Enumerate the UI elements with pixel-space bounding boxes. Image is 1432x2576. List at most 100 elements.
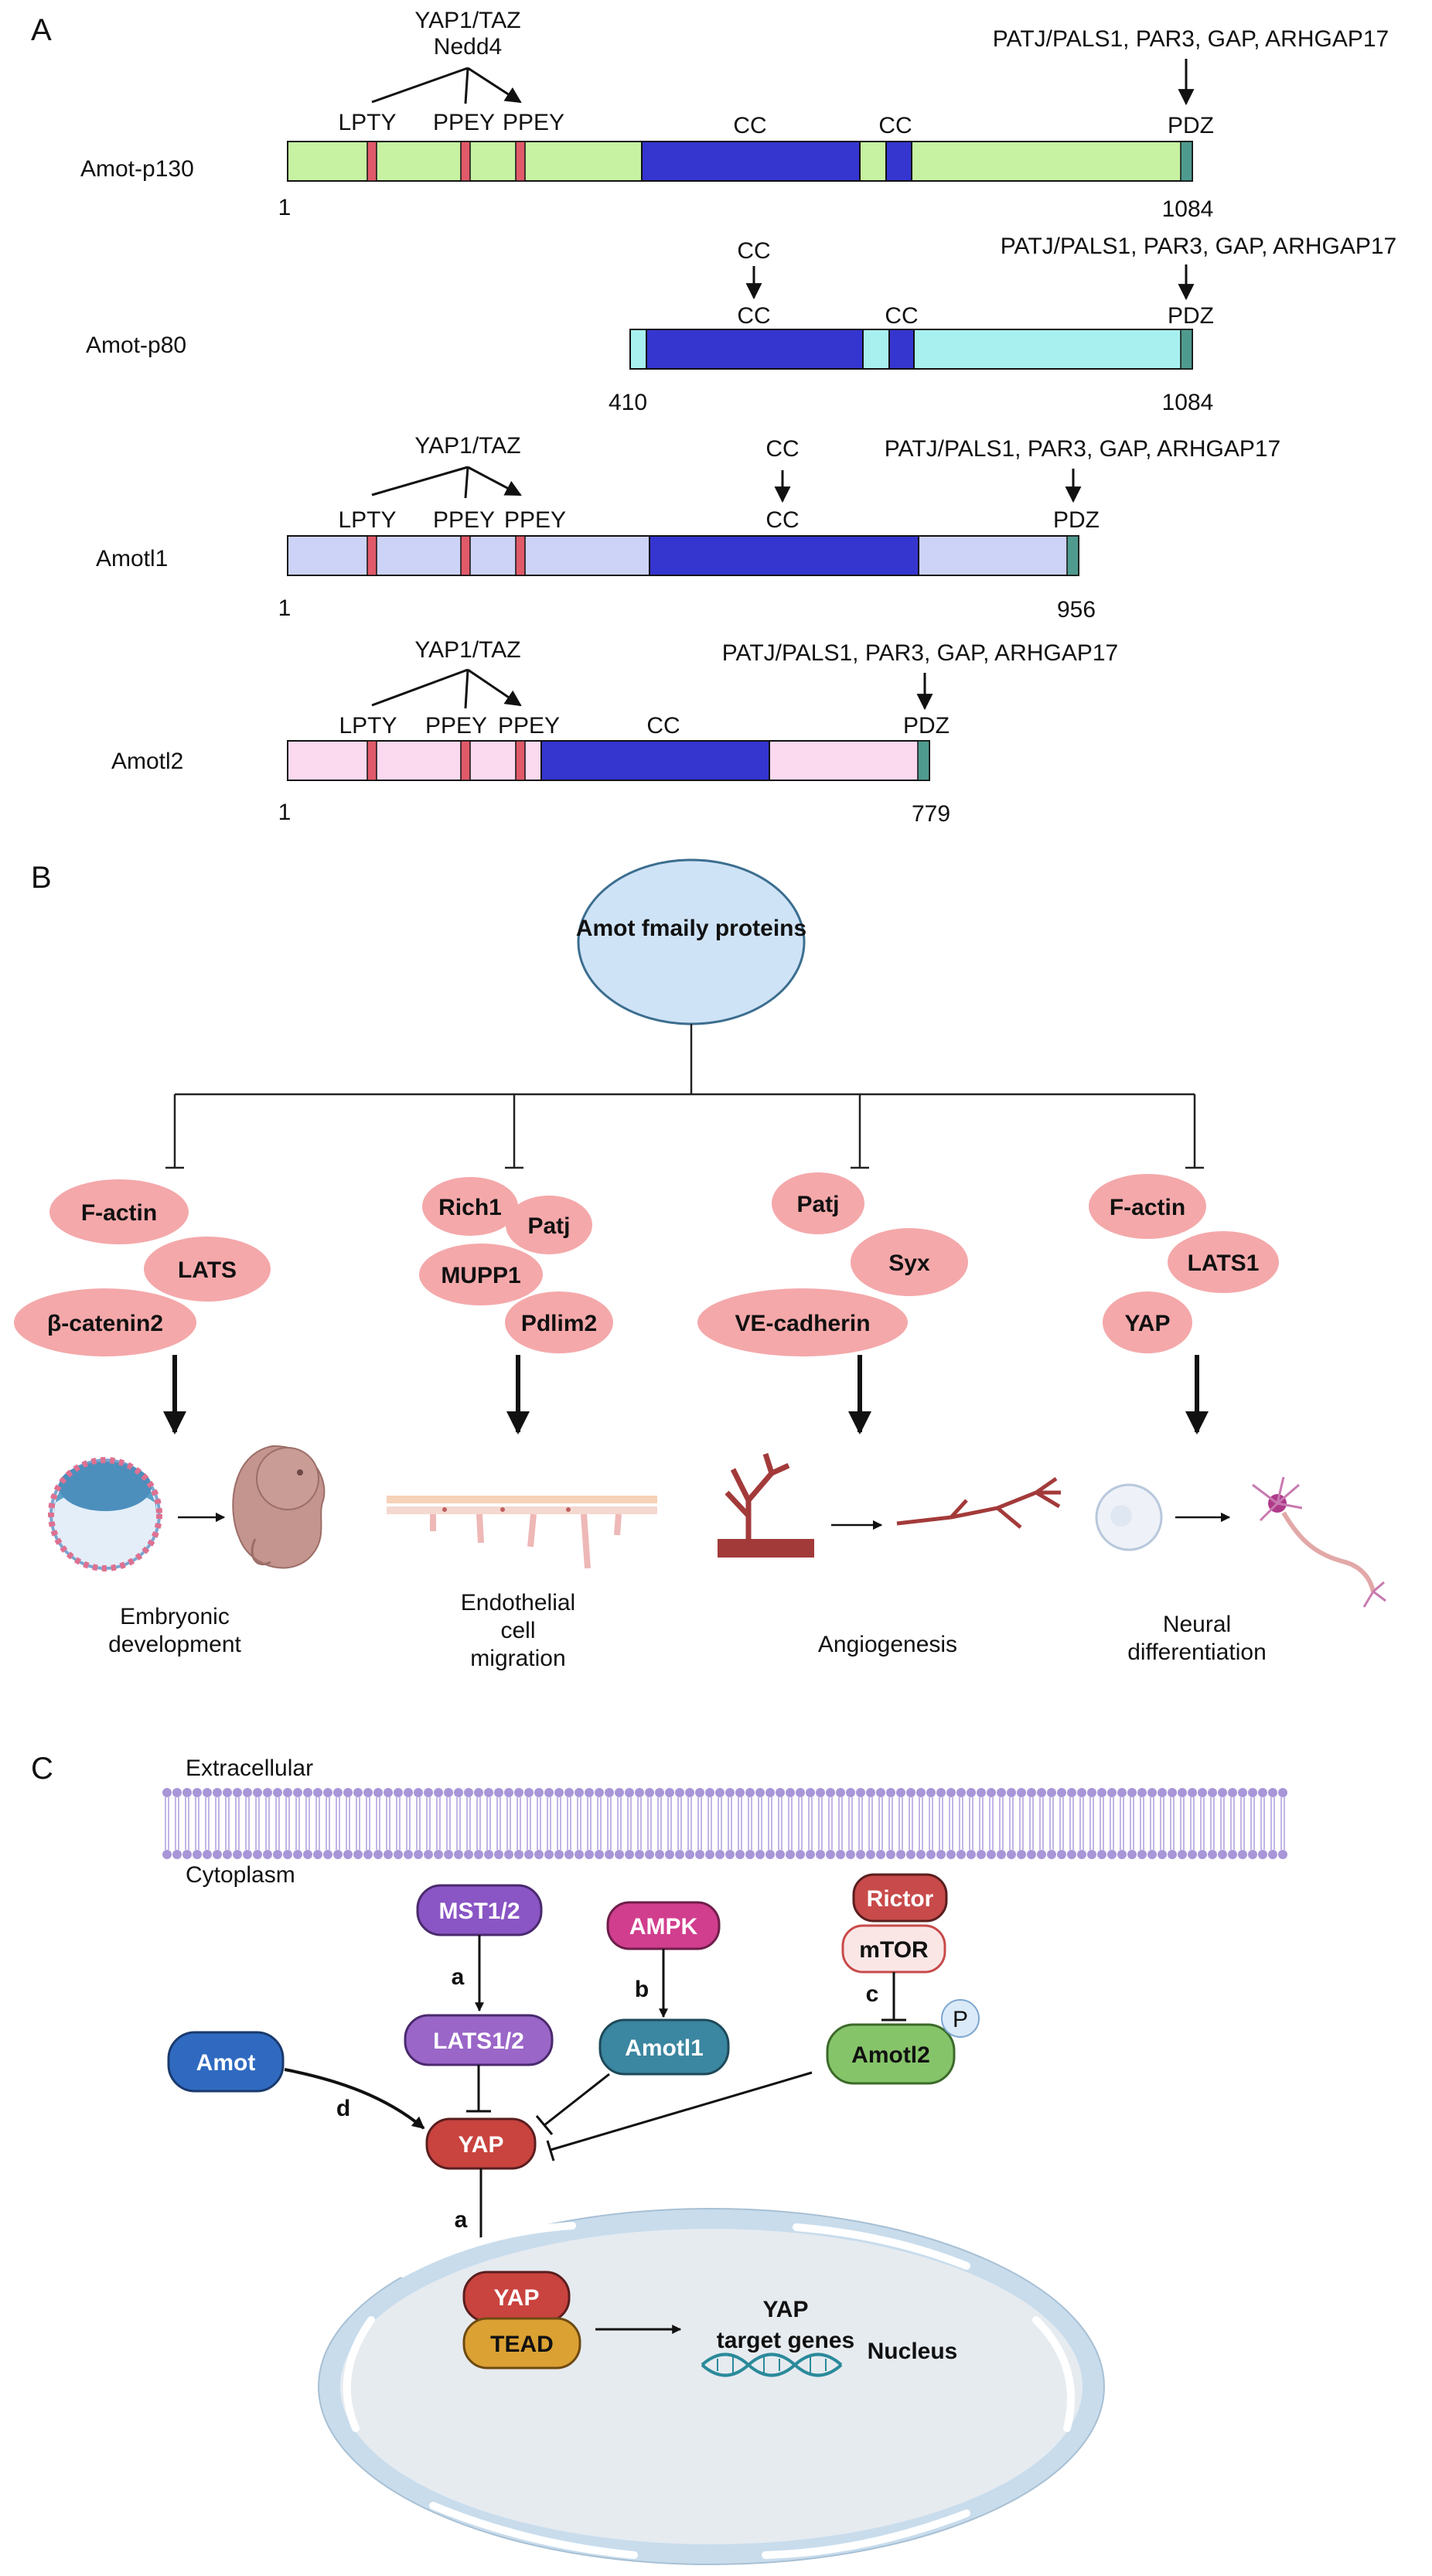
- lipid-tail: [356, 1797, 360, 1850]
- protein-row-amotl1: Amotl1 YAP1/TAZ LPTY PPEY PPEY CC CC PDZ…: [96, 433, 1280, 623]
- lipid-head: [434, 1788, 443, 1797]
- lipid-head: [1077, 1850, 1086, 1859]
- lipid-tail: [768, 1797, 772, 1850]
- lipid-tail: [1009, 1797, 1014, 1850]
- mst12-label: MST1/2: [438, 1899, 520, 1924]
- lipid-head: [755, 1850, 765, 1859]
- lipid-tail: [738, 1797, 742, 1850]
- pdz-partners: PATJ/PALS1, PAR3, GAP, ARHGAP17: [885, 436, 1280, 462]
- lipid-head: [715, 1788, 725, 1797]
- protein-row-amot-p80: Amot-p80 CC CC CC PDZ PATJ/PALS1, PAR3, …: [86, 234, 1396, 415]
- lipid-tail: [949, 1797, 953, 1850]
- rictor-label: Rictor: [867, 1886, 934, 1912]
- partner-group-4: F-actin LATS1 YAP Neural differentiation: [1089, 1174, 1386, 1665]
- cc-label: CC: [733, 113, 766, 138]
- lipid-head: [896, 1788, 905, 1797]
- pdz-domain: [1180, 141, 1193, 182]
- lipid-tail: [657, 1797, 662, 1850]
- lipid-tail: [366, 1797, 370, 1850]
- lipid-head: [967, 1788, 976, 1797]
- lipid-head: [1198, 1850, 1207, 1859]
- lipid-head: [1037, 1850, 1046, 1859]
- inhibition-bar: [535, 2115, 554, 2135]
- lipid-head: [856, 1850, 865, 1859]
- lipid-head: [735, 1788, 745, 1797]
- lipid-tail: [878, 1797, 883, 1850]
- lipid-head: [464, 1850, 473, 1859]
- lipid-head: [564, 1788, 574, 1797]
- neuron-illustration: [1095, 1476, 1386, 1608]
- lipid-tail: [1120, 1797, 1124, 1850]
- lipid-head: [424, 1788, 433, 1797]
- amot-family-label: Amot fmaily proteins: [576, 916, 806, 941]
- lipid-head: [715, 1850, 725, 1859]
- lipid-head: [936, 1788, 946, 1797]
- lipid-tail: [255, 1797, 260, 1850]
- partner-label: Rich1: [438, 1195, 502, 1220]
- lipid-tail: [989, 1797, 994, 1850]
- lipid-tail: [969, 1797, 973, 1850]
- motif-label: PPEY: [498, 713, 560, 739]
- lipid-head: [856, 1788, 865, 1797]
- panel-c: C Extracellular Cytoplasm MST1/2 a LATS1…: [31, 1752, 1287, 2565]
- lipid-head: [1087, 1788, 1096, 1797]
- lipid-head: [514, 1850, 523, 1859]
- lipid-head: [1268, 1850, 1277, 1859]
- lipid-head: [685, 1850, 694, 1859]
- lipid-head: [916, 1788, 926, 1797]
- lipid-head: [162, 1788, 172, 1797]
- cc-domain: [888, 329, 915, 370]
- lipid-tail: [537, 1797, 541, 1850]
- lipid-head: [253, 1788, 262, 1797]
- lipid-head: [444, 1850, 453, 1859]
- lipid-tail: [828, 1797, 833, 1850]
- lipid-head: [1158, 1788, 1167, 1797]
- lipid-tail: [909, 1797, 913, 1850]
- lipid-head: [193, 1850, 202, 1859]
- lipid-tail: [547, 1797, 551, 1850]
- lipid-head: [333, 1850, 343, 1859]
- lipid-head: [484, 1850, 493, 1859]
- end-position: 1084: [1162, 196, 1214, 222]
- lipid-head: [1168, 1788, 1177, 1797]
- lipid-head: [293, 1788, 302, 1797]
- lipid-head: [233, 1850, 242, 1859]
- partner-bubble: [419, 1244, 543, 1305]
- lipid-tail: [798, 1797, 803, 1850]
- partner-label: Pdlim2: [521, 1311, 597, 1336]
- lipid-tail: [818, 1797, 823, 1850]
- lipid-head: [846, 1850, 855, 1859]
- lipid-head: [906, 1850, 915, 1859]
- lipid-head: [836, 1788, 845, 1797]
- lipid-tail: [1280, 1797, 1285, 1850]
- lipid-tail: [295, 1797, 300, 1850]
- protein-name: Amotl1: [96, 546, 168, 571]
- partner-label: YAP: [1125, 1311, 1171, 1336]
- lipid-head: [162, 1850, 172, 1859]
- lipid-head: [735, 1850, 745, 1859]
- lipid-head: [233, 1788, 242, 1797]
- lipid-tail: [1190, 1797, 1195, 1850]
- motif-lpty: [367, 740, 377, 781]
- lipid-head: [1208, 1788, 1217, 1797]
- lipid-head: [595, 1850, 604, 1859]
- edge-label-c: c: [866, 1981, 879, 2007]
- lipid-tail: [637, 1797, 642, 1850]
- binding-arrows: [371, 668, 520, 708]
- lipid-head: [1228, 1850, 1237, 1859]
- lipid-head: [323, 1850, 332, 1859]
- lipid-head: [1178, 1850, 1187, 1859]
- lipid-head: [303, 1788, 312, 1797]
- lipid-head: [876, 1788, 885, 1797]
- partner-bubble: [144, 1237, 271, 1302]
- panel-c-label: C: [31, 1752, 53, 1786]
- lipid-head: [1017, 1850, 1026, 1859]
- lipid-tail: [1160, 1797, 1164, 1850]
- edge-label-b: b: [635, 1977, 649, 2002]
- nuclear-yap-label: YAP: [494, 2285, 540, 2311]
- lipid-tail: [1230, 1797, 1235, 1850]
- lipid-head: [997, 1788, 1006, 1797]
- outcome-label: Angiogenesis: [818, 1632, 957, 1657]
- lipid-tail: [1140, 1797, 1144, 1850]
- lipid-head: [1097, 1850, 1106, 1859]
